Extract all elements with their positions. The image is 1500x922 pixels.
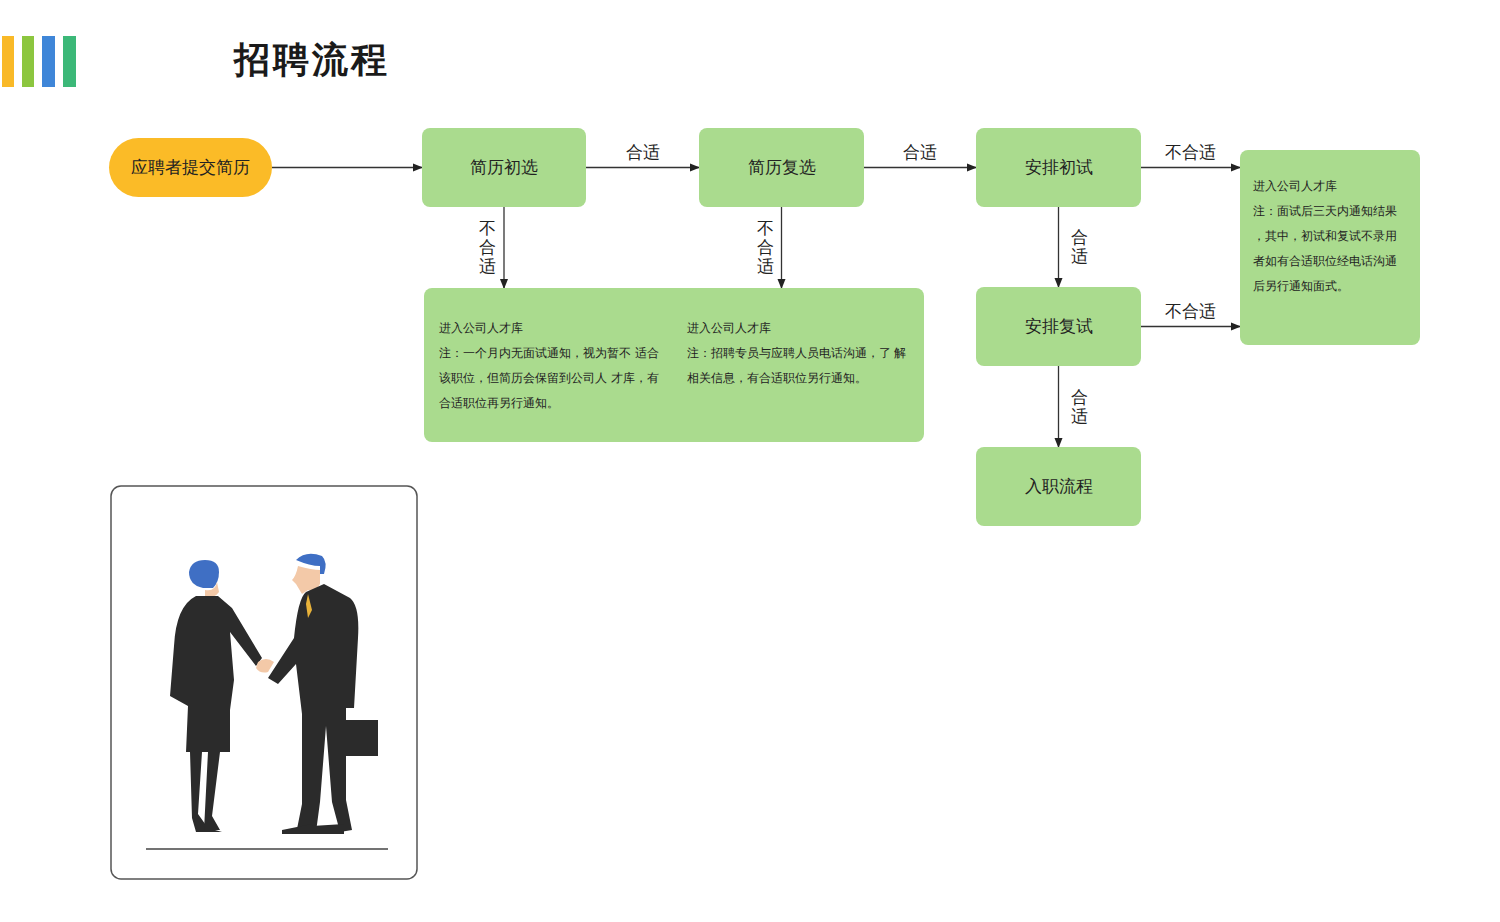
flow-arrow — [1141, 167, 1240, 168]
edge-label: 合适 — [1071, 388, 1088, 425]
note-heading: 进入公司人才库 — [439, 316, 665, 341]
start-terminal: 应聘者提交简历 — [109, 138, 272, 197]
text-column: 进入公司人才库注：一个月内无面试通知，视为暂不 适合该职位，但简历会保留到公司人… — [439, 316, 665, 416]
process-box: 简历初选 — [422, 128, 586, 207]
process-box: 入职流程 — [976, 447, 1141, 526]
note-body: 注：招聘专员与应聘人员电话沟通，了 解相关信息，有合适职位另行通知。 — [687, 341, 913, 391]
node-label: 安排复试 — [1025, 315, 1093, 338]
decor-bar — [42, 36, 55, 87]
process-box: 安排复试 — [976, 287, 1141, 366]
note-heading: 进入公司人才库 — [1253, 174, 1337, 199]
flow-arrow — [864, 167, 976, 168]
decor-bar — [2, 36, 14, 87]
note-box: 进入公司人才库注：一个月内无面试通知，视为暂不 适合该职位，但简历会保留到公司人… — [424, 288, 924, 442]
note-heading: 进入公司人才库 — [687, 316, 913, 341]
edge-label: 合适 — [903, 141, 937, 164]
node-label: 入职流程 — [1025, 475, 1093, 498]
process-box: 简历复选 — [699, 128, 864, 207]
picture-frame — [111, 486, 417, 879]
flow-arrow — [586, 167, 699, 168]
flow-arrow — [1058, 207, 1059, 287]
edge-label: 不合适 — [757, 219, 774, 275]
text-column: 进入公司人才库注：招聘专员与应聘人员电话沟通，了 解相关信息，有合适职位另行通知… — [687, 316, 913, 391]
note-box: 进入公司人才库注：面试后三天内通知结果 ，其中，初试和复试不录用 者如有合适职位… — [1240, 150, 1420, 345]
flow-arrow — [781, 207, 782, 288]
ground-line — [146, 848, 388, 850]
edge-label: 合适 — [1071, 228, 1088, 265]
decor-bar — [63, 36, 76, 87]
flow-arrow — [1141, 326, 1240, 327]
page-title: 招聘流程 — [234, 36, 390, 85]
node-label: 应聘者提交简历 — [131, 156, 250, 179]
edge-label: 合适 — [626, 141, 660, 164]
decor-bar — [22, 36, 34, 87]
node-label: 简历初选 — [470, 156, 538, 179]
flow-arrow — [1058, 366, 1059, 447]
flow-arrow — [272, 167, 422, 168]
note-body: 注：面试后三天内通知结果 ，其中，初试和复试不录用 者如有合适职位经电话沟通 后… — [1253, 199, 1408, 299]
flow-arrow — [503, 207, 504, 288]
note-body: 注：一个月内无面试通知，视为暂不 适合该职位，但简历会保留到公司人 才库，有合适… — [439, 341, 665, 416]
edge-label: 不合适 — [479, 219, 496, 275]
edge-label: 不合适 — [1165, 300, 1216, 323]
handshake-figures — [170, 554, 378, 834]
process-box: 安排初试 — [976, 128, 1141, 207]
node-label: 简历复选 — [748, 156, 816, 179]
node-label: 安排初试 — [1025, 156, 1093, 179]
edge-label: 不合适 — [1165, 141, 1216, 164]
